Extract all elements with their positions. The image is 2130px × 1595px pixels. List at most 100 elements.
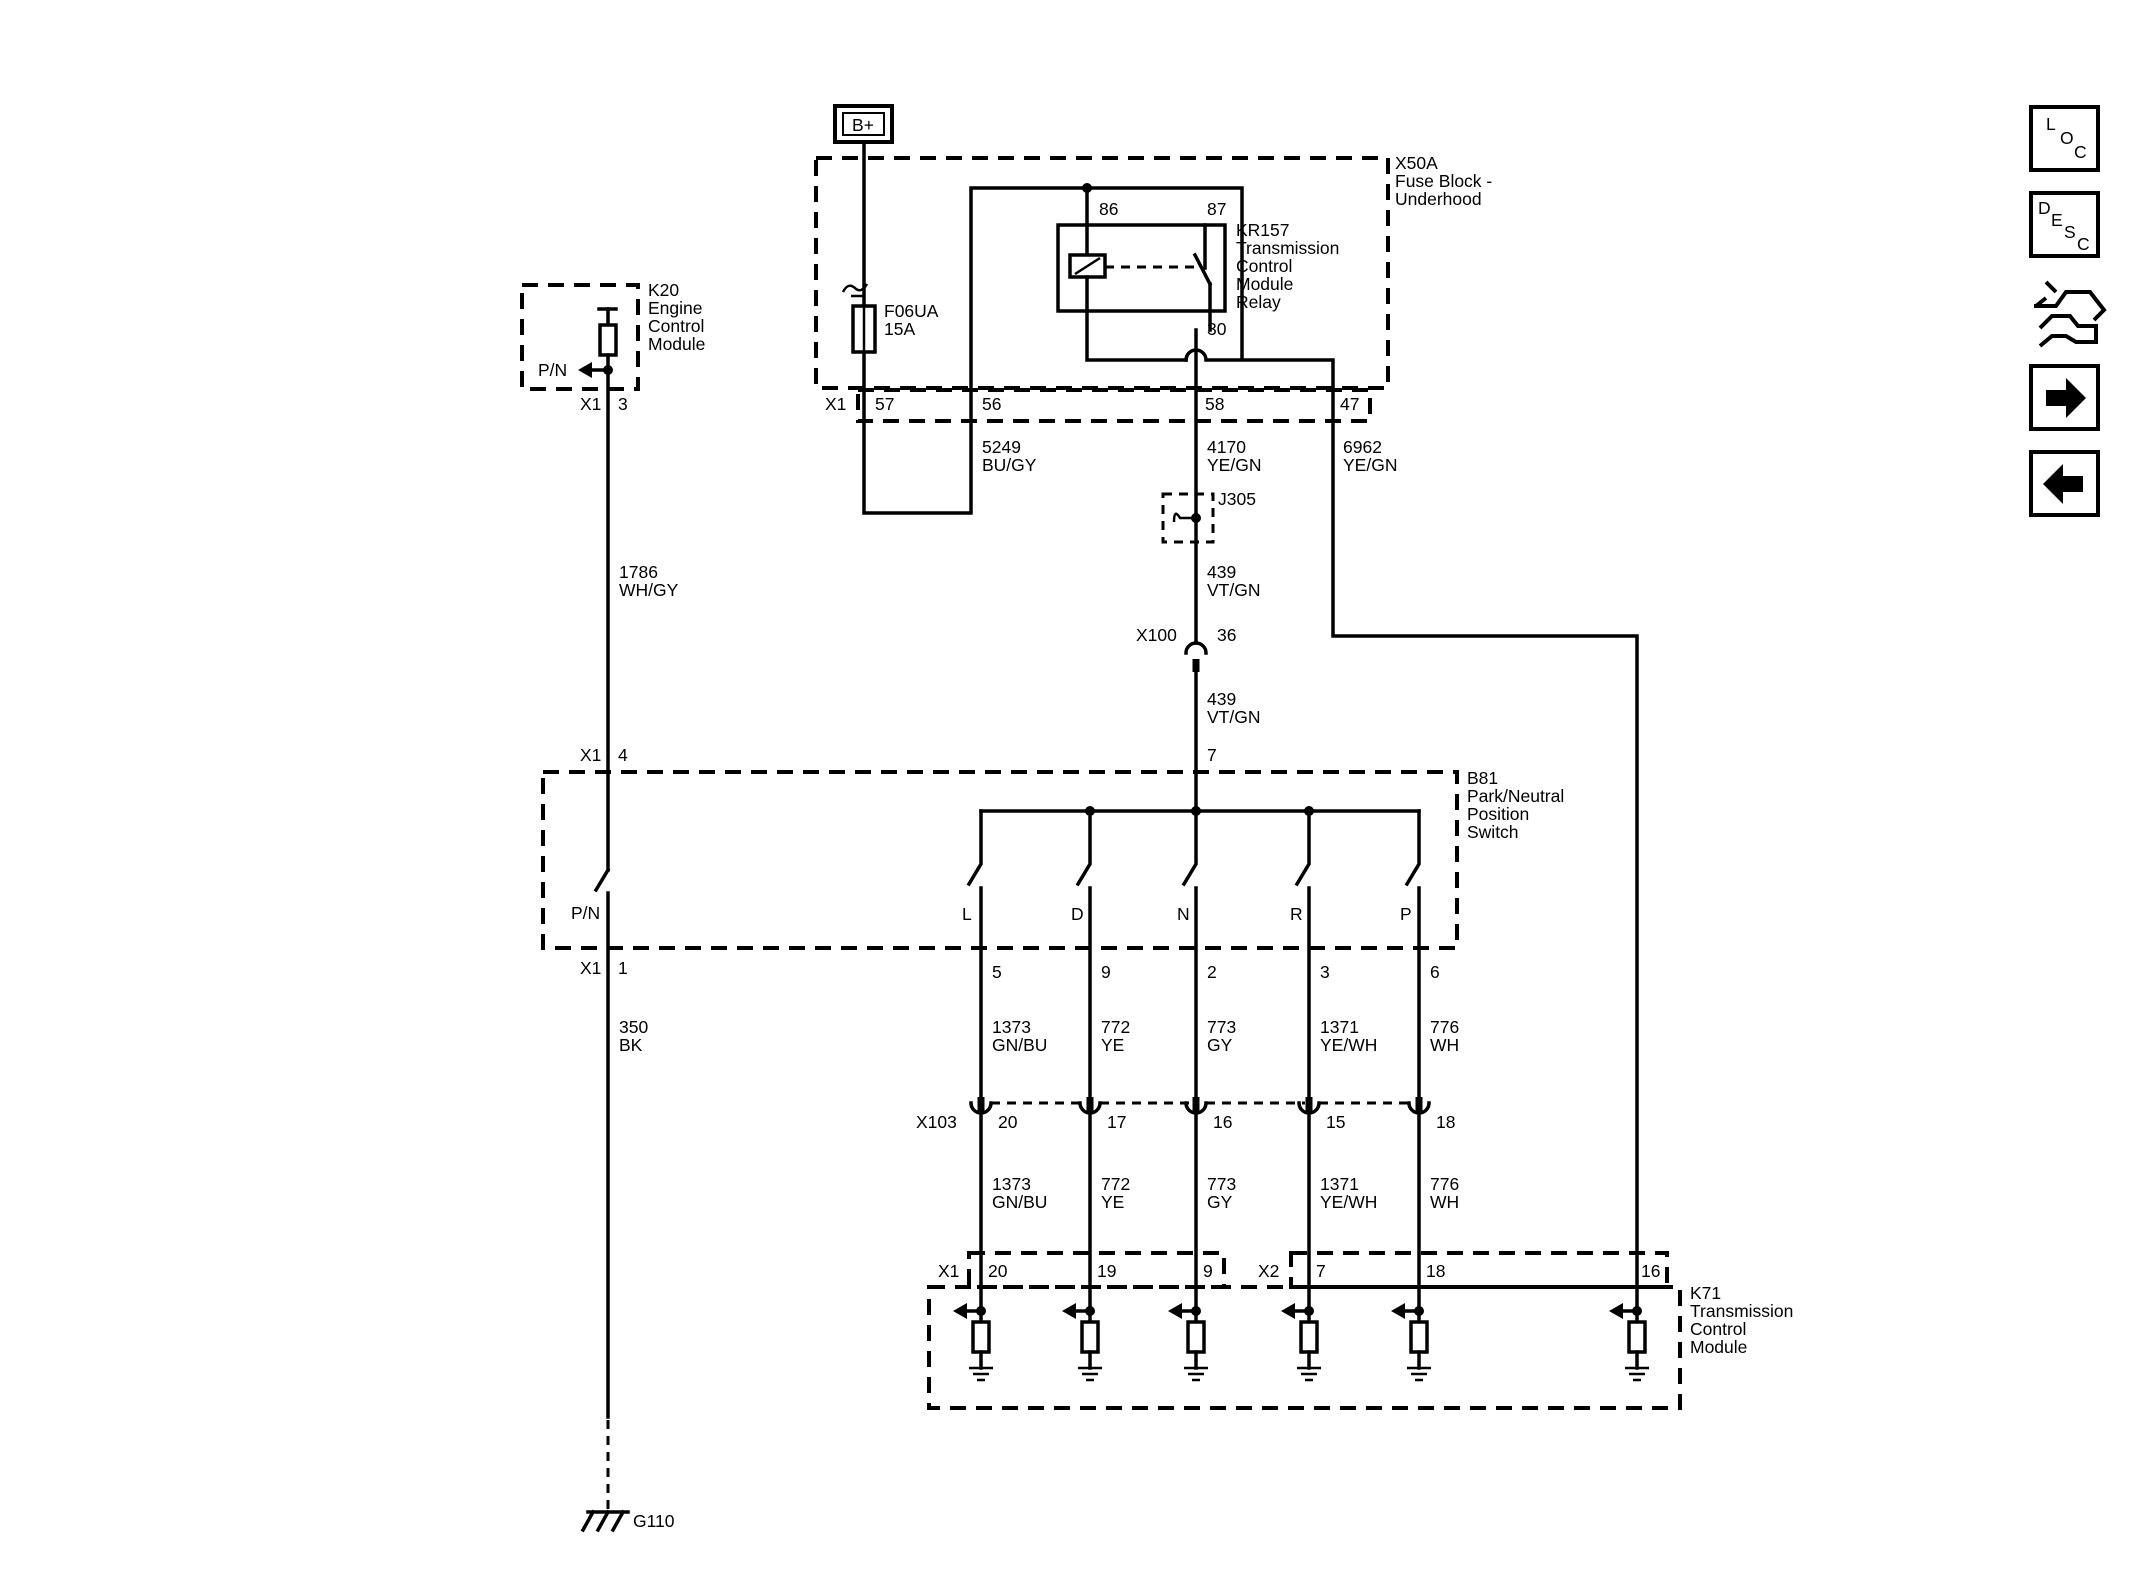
switch-name-3: Switch — [1467, 822, 1519, 842]
ground-id: G110 — [633, 1511, 675, 1531]
gear-wire-3-num: 773 — [1207, 1017, 1236, 1037]
gear-n-pin: 2 — [1207, 962, 1217, 982]
tcm-connector-x2 — [1289, 1251, 1669, 1289]
x103-pin-5: 18 — [1436, 1112, 1455, 1132]
gear-wire-1-color: GN/BU — [992, 1035, 1047, 1055]
relay-contact-arm — [1192, 252, 1213, 287]
loc-button[interactable]: L O C — [2029, 105, 2100, 172]
inline-connector-x100 — [1184, 641, 1208, 672]
relay-contact-feed — [1203, 223, 1212, 332]
switch-name-1: Park/Neutral — [1467, 786, 1564, 806]
switch-pin-top: 4 — [618, 745, 628, 765]
power-label: B+ — [852, 115, 874, 135]
arrow-right-icon — [2046, 378, 2086, 418]
fuse-block-pin-58: 58 — [1205, 394, 1224, 414]
connector-repair-icon[interactable] — [2034, 280, 2107, 348]
power-source-b-plus: B+ — [833, 104, 894, 144]
tcm-id: K71 — [1690, 1283, 1721, 1303]
wire-4170-num: 4170 — [1207, 437, 1246, 457]
tcm-name-3: Module — [1690, 1337, 1747, 1357]
ecm-name-1: Engine — [648, 298, 703, 318]
relay-coil-return — [1085, 275, 1188, 362]
x103-pin-4: 15 — [1326, 1112, 1345, 1132]
desc-e: E — [2051, 210, 2063, 230]
relay-coil — [1068, 253, 1107, 279]
tcm-wire-5-color: WH — [1430, 1192, 1459, 1212]
tcm-connector-x1 — [967, 1251, 1226, 1289]
wire-4170-color: YE/GN — [1207, 455, 1261, 475]
gear-wire-4-num: 1371 — [1320, 1017, 1359, 1037]
wire-6962-num: 6962 — [1343, 437, 1382, 457]
next-button[interactable] — [2029, 364, 2100, 431]
wire-350-num: 350 — [619, 1017, 648, 1037]
relay-name-2: Control — [1236, 256, 1292, 276]
wire-1786-color: WH/GY — [619, 580, 679, 600]
fuse-block-connector-outline — [856, 388, 1372, 423]
tcm-name-1: Transmission — [1690, 1301, 1793, 1321]
switch-pin-bottom: 1 — [618, 958, 628, 978]
fuse-feed-wire — [862, 140, 1244, 515]
wire-350-color: BK — [619, 1035, 643, 1055]
fuse-block-pin-57: 57 — [875, 394, 894, 414]
loc-l: L — [2046, 114, 2056, 134]
tcm-wire-3-color: GY — [1207, 1192, 1233, 1212]
tcm-pin-6: 16 — [1641, 1261, 1660, 1281]
tcm-pin-3: 9 — [1203, 1261, 1213, 1281]
gear-d-pin: 9 — [1101, 962, 1111, 982]
splice-id: J305 — [1218, 489, 1256, 509]
gear-d-label: D — [1071, 904, 1084, 924]
gear-wire-4-color: YE/WH — [1320, 1035, 1377, 1055]
tcm-wire-2-num: 772 — [1101, 1174, 1130, 1194]
loc-o: O — [2060, 128, 2074, 148]
tcm-wire-5-num: 776 — [1430, 1174, 1459, 1194]
gear-wire-3-color: GY — [1207, 1035, 1233, 1055]
x103-id: X103 — [916, 1112, 957, 1132]
gear-n-label: N — [1177, 904, 1190, 924]
relay-name-3: Module — [1236, 274, 1293, 294]
fuse-f06ua — [841, 283, 877, 354]
x100-id: X100 — [1136, 625, 1177, 645]
splice-j305 — [1161, 492, 1215, 544]
switch-name-2: Position — [1467, 804, 1529, 824]
ecm-connector: X1 — [580, 394, 601, 414]
switch-conn-top: X1 — [580, 745, 601, 765]
x103-pin-2: 17 — [1107, 1112, 1126, 1132]
wire-439a-color: VT/GN — [1207, 580, 1260, 600]
ecm-name-2: Control — [648, 316, 704, 336]
desc-button[interactable]: D E S C — [2029, 191, 2100, 258]
relay-pin-30: 30 — [1207, 319, 1227, 339]
tcm-name-2: Control — [1690, 1319, 1746, 1339]
relay-name-1: Transmission — [1236, 238, 1339, 258]
tcm-pin-4: 7 — [1316, 1261, 1326, 1281]
switch-conn-bottom: X1 — [580, 958, 601, 978]
fuse-block-outline — [814, 156, 1390, 390]
relay-body — [1056, 223, 1227, 313]
ecm-name-3: Module — [648, 334, 705, 354]
gear-circuits — [966, 807, 1421, 1105]
back-button[interactable] — [2029, 450, 2100, 517]
wire-439a-num: 439 — [1207, 562, 1236, 582]
arrow-left-icon — [2043, 464, 2083, 504]
ecm-pin: 3 — [618, 394, 628, 414]
x103-pin-3: 16 — [1213, 1112, 1232, 1132]
x100-pin: 36 — [1217, 625, 1236, 645]
switch-pn-contact — [593, 867, 611, 1419]
tcm-inputs — [953, 1303, 1649, 1382]
gear-wire-5-color: WH — [1430, 1035, 1459, 1055]
wire-6962 — [1184, 348, 1639, 1313]
wire-1786-num: 1786 — [619, 562, 658, 582]
tcm-wire-3-num: 773 — [1207, 1174, 1236, 1194]
ground-symbol — [580, 1509, 630, 1533]
tcm-conn2: X2 — [1258, 1261, 1279, 1281]
gear-p-label: P — [1400, 904, 1412, 924]
tcm-pin-5: 18 — [1426, 1261, 1445, 1281]
gear-wire-2-num: 772 — [1101, 1017, 1130, 1037]
switch-pn-label: P/N — [571, 903, 600, 923]
relay-pin-87: 87 — [1207, 199, 1226, 219]
gear-p-pin: 6 — [1430, 962, 1440, 982]
tcm-outline — [927, 1285, 1682, 1410]
tcm-wire-4-color: YE/WH — [1320, 1192, 1377, 1212]
relay-name-4: Relay — [1236, 292, 1281, 312]
tcm-conn1: X1 — [938, 1261, 959, 1281]
